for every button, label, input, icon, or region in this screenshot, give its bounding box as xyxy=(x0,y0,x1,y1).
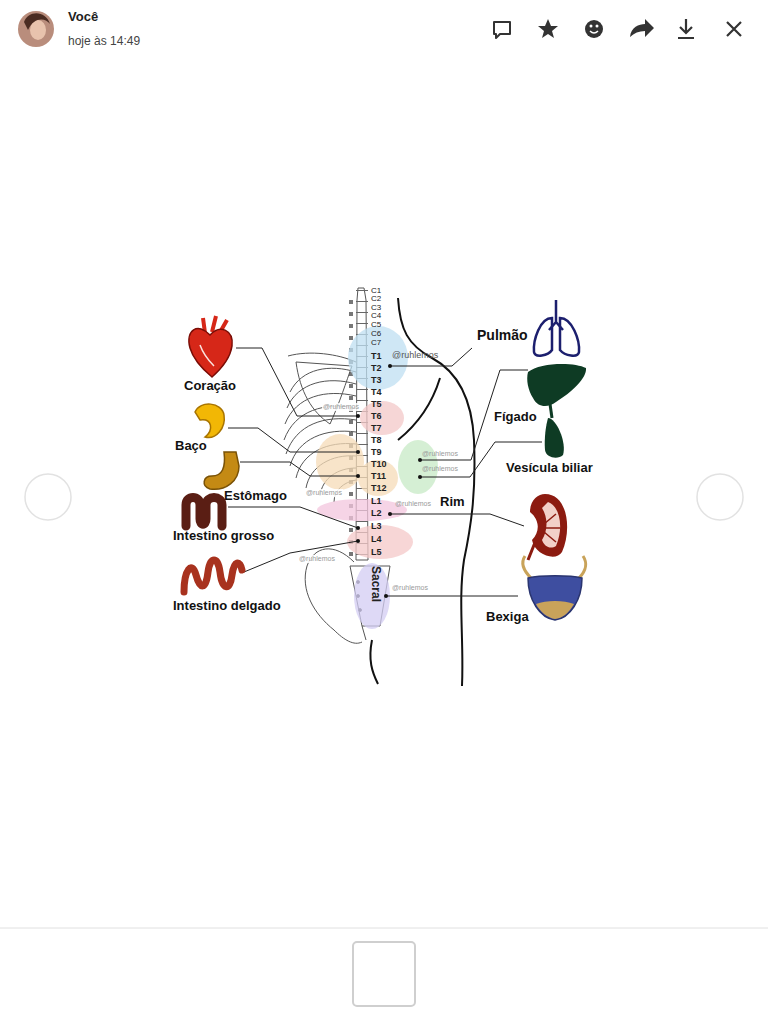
gallbladder-icon xyxy=(545,404,564,458)
vertebra-label: T6 xyxy=(371,412,382,422)
vertebra-label: L2 xyxy=(371,509,382,519)
kidney-icon xyxy=(528,494,567,560)
watermark: @ruhlemos xyxy=(392,584,428,592)
organ-label: Pulmão xyxy=(477,328,528,343)
vertebra-label: L3 xyxy=(371,522,382,532)
large-intestine-icon xyxy=(186,498,222,527)
vertebra-label: C5 xyxy=(371,321,381,330)
timestamp: hoje às 14:49 xyxy=(68,35,140,48)
vertebra-label: L4 xyxy=(371,535,382,545)
spleen-icon xyxy=(195,404,224,437)
vertebra-label: T11 xyxy=(371,472,386,482)
forward-icon xyxy=(630,19,654,37)
vertebra-label: T9 xyxy=(371,448,382,458)
stomach-icon xyxy=(204,452,239,489)
organ-label: Baço xyxy=(175,439,207,453)
avatar-hair xyxy=(24,13,50,30)
watermark: @ruhlemos xyxy=(392,351,438,361)
organ-label: Bexiga xyxy=(486,610,529,624)
vertebra-label: C4 xyxy=(371,312,381,321)
vertebra-label: C6 xyxy=(371,330,381,339)
vertebra-label: T12 xyxy=(371,484,387,494)
emoji-eye xyxy=(590,25,593,28)
skeleton xyxy=(284,288,390,643)
heart-icon xyxy=(189,316,232,377)
close-icon xyxy=(727,22,741,36)
organ-label: Coração xyxy=(184,379,236,393)
vertebra-label: T3 xyxy=(371,376,382,386)
liver-icon xyxy=(527,364,586,406)
vertebra-label: T2 xyxy=(371,364,382,374)
organ-label: Fígado xyxy=(494,410,537,424)
leader-lines xyxy=(228,348,542,596)
emoji-icon xyxy=(585,20,603,38)
vertebra-label: L1 xyxy=(371,497,382,507)
watermark: @ruhlemos xyxy=(305,489,343,497)
bladder-icon xyxy=(523,556,586,620)
vertebra-label: T4 xyxy=(371,388,382,398)
small-intestine-icon xyxy=(184,560,242,592)
emoji-mouth xyxy=(590,31,598,33)
watermark: @ruhlemos xyxy=(422,450,458,458)
star-icon xyxy=(538,19,558,38)
organ-label: Rim xyxy=(440,495,465,509)
lungs-icon xyxy=(534,300,579,356)
organ-label: Vesícula biliar xyxy=(506,461,593,475)
watermark: @ruhlemos xyxy=(422,465,458,473)
leader-dots xyxy=(356,364,422,598)
organ-label: Intestino grosso xyxy=(173,529,274,543)
region-label: Sacral xyxy=(369,566,382,602)
comment-icon xyxy=(494,22,510,38)
avatar xyxy=(18,11,54,47)
next-button xyxy=(697,474,743,520)
watermark: @ruhlemos xyxy=(395,500,431,508)
organ-label: Intestino delgado xyxy=(173,599,281,613)
organ-label: Estômago xyxy=(224,489,287,503)
user-name: Você xyxy=(68,10,98,24)
prev-button xyxy=(25,474,71,520)
watermark: @ruhlemos xyxy=(298,555,336,563)
vertebra-label: C2 xyxy=(371,295,381,304)
download-icon xyxy=(678,19,694,38)
vertebra-label: T8 xyxy=(371,436,382,446)
vertebra-label: T7 xyxy=(371,424,382,434)
vertebra-label: C7 xyxy=(371,339,381,348)
vertebra-label: T5 xyxy=(371,400,382,410)
vertebra-label: T10 xyxy=(371,460,387,470)
vertebra-label: T1 xyxy=(371,352,382,362)
bottom-separator xyxy=(0,928,768,929)
regions xyxy=(316,326,438,629)
emoji-eye xyxy=(596,25,599,28)
watermark: @ruhlemos xyxy=(322,403,360,411)
thumbnail xyxy=(353,942,415,1006)
vertebra-label: L5 xyxy=(371,548,382,558)
